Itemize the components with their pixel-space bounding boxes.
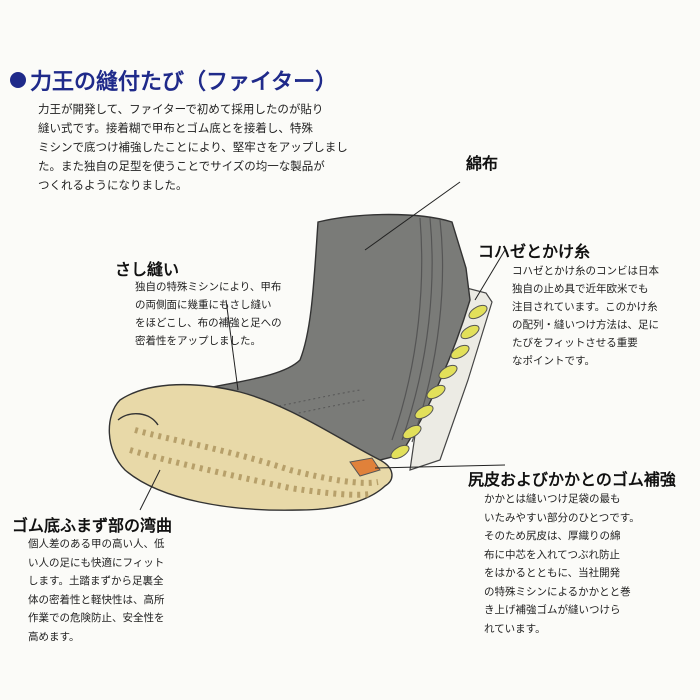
sashinui-label: さし縫い [115,260,180,279]
kohaze-label: コハゼとかけ糸 [478,242,591,261]
kohaze-line: 独自の止め具で近年欧米でも [512,283,649,295]
intro-line: つくれるようになりました。 [38,178,188,192]
heel-description: かかとは縫いつけ足袋の最も いたみやすい部分のひとつです。 そのため尻皮は、厚織… [484,490,640,638]
heel-line: き上げ補強ゴムが縫いつけら [484,604,621,616]
kohaze-line: なポイントです。 [512,355,595,367]
sole-label: ゴム底ふまず部の湾曲 [12,516,173,535]
stitch-seam-line [401,217,433,441]
sole-line: 体の密着性と軽快性は、高所 [28,593,165,606]
kohaze-line: 注目されています。このかけ糸 [512,301,658,313]
toe-split [117,413,159,426]
heel-label: 尻皮およびかかとのゴム補強 [468,470,676,489]
sole-line: 個人差のある甲の高い人、低 [28,538,165,550]
intro-line: 縫い式です。接着糊で甲布とゴム底とを接着し、特殊 [38,121,313,135]
intro-line: ミシンで底つけ補強したことにより、堅牢さをアップしまし [38,140,348,154]
sashinui-line: をほどこし、布の補強と足への [135,317,282,329]
sole-line: します。土踏まずから足裏全 [28,575,164,587]
sole-tread-pattern [134,427,379,486]
sole-description: 個人差のある甲の高い人、低 い人の足にも快適にフィット します。土踏まずから足裏… [28,535,165,646]
intro-line: 力王が開発して、ファイターで初めて採用したのが貼り [38,102,324,116]
sole-line: 作業での危険防止、安全性を [28,612,165,624]
sashinui-line: 密着性をアップしました。 [135,335,261,347]
heel-line: れています。 [484,622,546,635]
heel-line: 布に中芯を入れてつぶれ防止 [484,548,620,561]
leader-lines [139,181,506,511]
stitch-seam-line [391,217,423,441]
heel-rubber-reinforcement [349,457,381,477]
sashinui-line: の両側面に幾重にもさし縫い [135,299,272,311]
sole-line: 高めます。 [28,630,80,643]
kohaze-line: たびをフィットさせる重要 [512,337,638,349]
heel-line: をはかるとともに、当社開発 [484,567,621,579]
page-title: 力王の縫付たび（ファイター） [10,64,337,96]
kohaze-hooks [390,304,488,460]
sashinui-line: 独自の特殊ミシンにより、甲布 [135,281,282,293]
cotton-label: 綿布 [466,154,499,173]
sole-line: い人の足にも快適にフィット [28,556,165,569]
heel-line: の特殊ミシンによるかかとと巻 [484,585,631,598]
heel-line: そのため尻皮は、厚織りの綿 [484,530,621,542]
kohaze-description: コハゼとかけ糸のコンビは日本 独自の止め具で近年欧米でも 注目されています。この… [512,262,659,370]
title-bullet-icon [10,72,26,88]
heel-line: かかとは縫いつけ足袋の最も [484,493,621,505]
intro-line: た。また独自の足型を使うことでサイズの均一な製品が [38,159,325,173]
heel-line: いたみやすい部分のひとつです。 [484,511,640,524]
page-title-text: 力王の縫付たび（ファイター） [30,70,338,95]
sashinui-description: 独自の特殊ミシンにより、甲布 の両側面に幾重にもさし縫い をほどこし、布の補強と… [135,278,282,350]
kohaze-line: の配列・縫いつけ方法は、足に [512,319,659,331]
intro-paragraph: 力王が開発して、ファイターで初めて採用したのが貼り 縫い式です。接着糊で甲布とゴ… [38,100,348,195]
kohaze-line: コハゼとかけ糸のコンビは日本 [512,265,659,277]
